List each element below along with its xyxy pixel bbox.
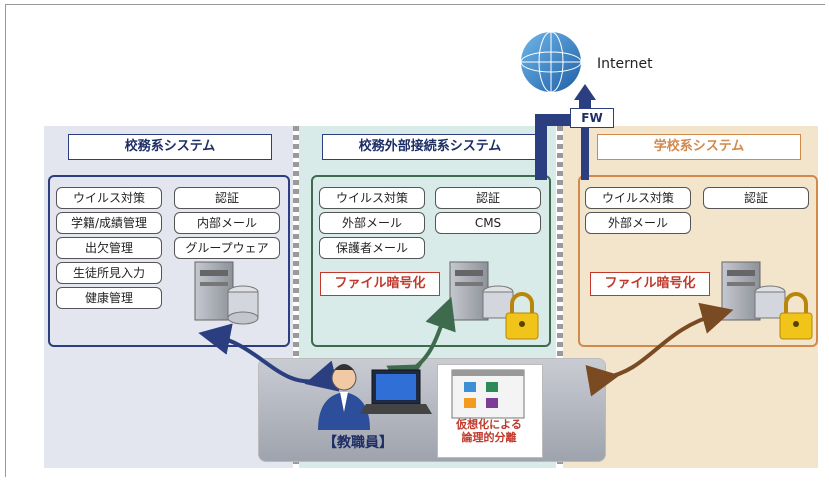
globe-icon xyxy=(520,31,582,93)
external-file-encryption: ファイル暗号化 xyxy=(320,272,440,296)
school-system-file-encryption: ファイル暗号化 xyxy=(590,272,710,296)
server-icon-external xyxy=(449,261,514,321)
virtual-desktop-icon xyxy=(451,369,525,419)
tag-external-mail: 外部メール xyxy=(319,212,425,234)
tag-health: 健康管理 xyxy=(56,287,162,309)
tag-antivirus: ウイルス対策 xyxy=(56,187,162,209)
tag-auth: 認証 xyxy=(174,187,280,209)
teacher-icon xyxy=(318,364,370,430)
diagram-frame xyxy=(5,4,825,477)
lock-icon-external xyxy=(505,292,539,340)
tag-antivirus: ウイルス対策 xyxy=(585,187,691,209)
internet-connection xyxy=(535,84,596,180)
firewall-label: FW xyxy=(570,108,614,128)
virtualization-line1: 仮想化による xyxy=(456,418,522,431)
server-icon-school-affairs xyxy=(194,261,259,325)
tag-antivirus: ウイルス対策 xyxy=(319,187,425,209)
virtualization-label: 仮想化による 論理的分離 xyxy=(437,418,541,444)
arrow-to-external xyxy=(386,296,456,394)
tag-internal-mail: 内部メール xyxy=(174,212,280,234)
tag-attendance: 出欠管理 xyxy=(56,237,162,259)
laptop-icon xyxy=(360,369,432,414)
tag-student-notes: 生徒所見入力 xyxy=(56,262,162,284)
zone-divider-left xyxy=(293,126,299,468)
arrow-to-school-system xyxy=(585,302,734,397)
server-icon-school-system xyxy=(721,261,786,321)
virtualization-line2: 論理的分離 xyxy=(461,431,517,444)
arrow-to-school-affairs xyxy=(198,323,340,392)
lock-icon-school-system xyxy=(779,292,813,340)
tag-external-mail: 外部メール xyxy=(585,212,691,234)
tag-groupware: グループウェア xyxy=(174,237,280,259)
internet-label: Internet xyxy=(597,56,653,72)
external-title: 校務外部接続系システム xyxy=(322,134,538,160)
tag-cms: CMS xyxy=(435,212,541,234)
school-affairs-panel xyxy=(48,175,290,347)
tag-guardian-mail: 保護者メール xyxy=(319,237,425,259)
school-system-title: 学校系システム xyxy=(597,134,801,160)
tag-records: 学籍/成績管理 xyxy=(56,212,162,234)
staff-label: 【教職員】 xyxy=(323,435,393,451)
tag-auth: 認証 xyxy=(703,187,809,209)
tag-auth: 認証 xyxy=(435,187,541,209)
zone-divider-right xyxy=(557,126,563,468)
school-affairs-title: 校務系システム xyxy=(68,134,272,160)
